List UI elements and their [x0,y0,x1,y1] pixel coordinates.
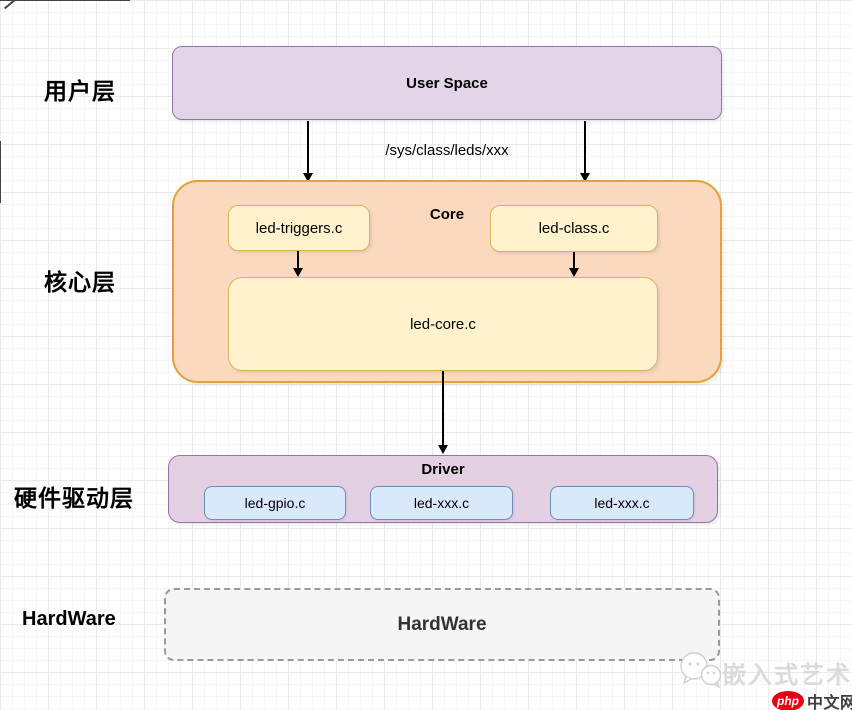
layer-label-hardware: HardWare [22,608,116,630]
led-xxx-label-1: led-xxx.c [413,495,470,511]
led-core-node: led-core.c [228,277,658,371]
arrow-core-to-driver [438,371,448,454]
php-badge-icon: php [772,691,804,710]
wechat-icon [678,650,724,697]
arrow-triggers-to-core [293,251,303,277]
led-xxx-label-2: led-xxx.c [594,495,650,511]
arrow-class-to-core [569,252,579,277]
led-class-label: led-class.c [538,220,610,237]
site-name-text: 中文网 [807,695,852,710]
sysfs-path-annotation: /sys/class/leds/xxx [385,142,509,159]
user-space-label: User Space [406,74,488,92]
led-xxx-node-2: led-xxx.c [550,486,694,520]
edge-line-left [0,141,1,203]
edge-tick [3,0,17,10]
hardware-node: HardWare [164,588,720,661]
led-triggers-node: led-triggers.c [228,205,370,251]
core-title: Core [429,206,465,223]
led-core-label: led-core.c [410,315,476,333]
led-gpio-node: led-gpio.c [204,486,346,520]
led-triggers-label: led-triggers.c [255,219,343,237]
user-space-node: User Space [172,46,722,120]
arrow-userspace-to-core-right [580,121,590,182]
led-class-node: led-class.c [490,205,658,252]
hardware-label: HardWare [397,613,487,635]
led-xxx-node-1: led-xxx.c [370,486,513,520]
watermark-brand-text: 嵌入式艺术 [722,662,852,689]
layer-label-user: 用户层 [44,78,116,104]
edge-line-top [0,0,130,1]
layer-label-core: 核心层 [44,269,116,295]
driver-title: Driver [421,461,465,478]
led-gpio-label: led-gpio.c [244,495,306,511]
layer-label-driver: 硬件驱动层 [14,485,134,511]
site-logo: php 中文网 [772,689,852,710]
arrow-userspace-to-core-left [303,121,313,182]
